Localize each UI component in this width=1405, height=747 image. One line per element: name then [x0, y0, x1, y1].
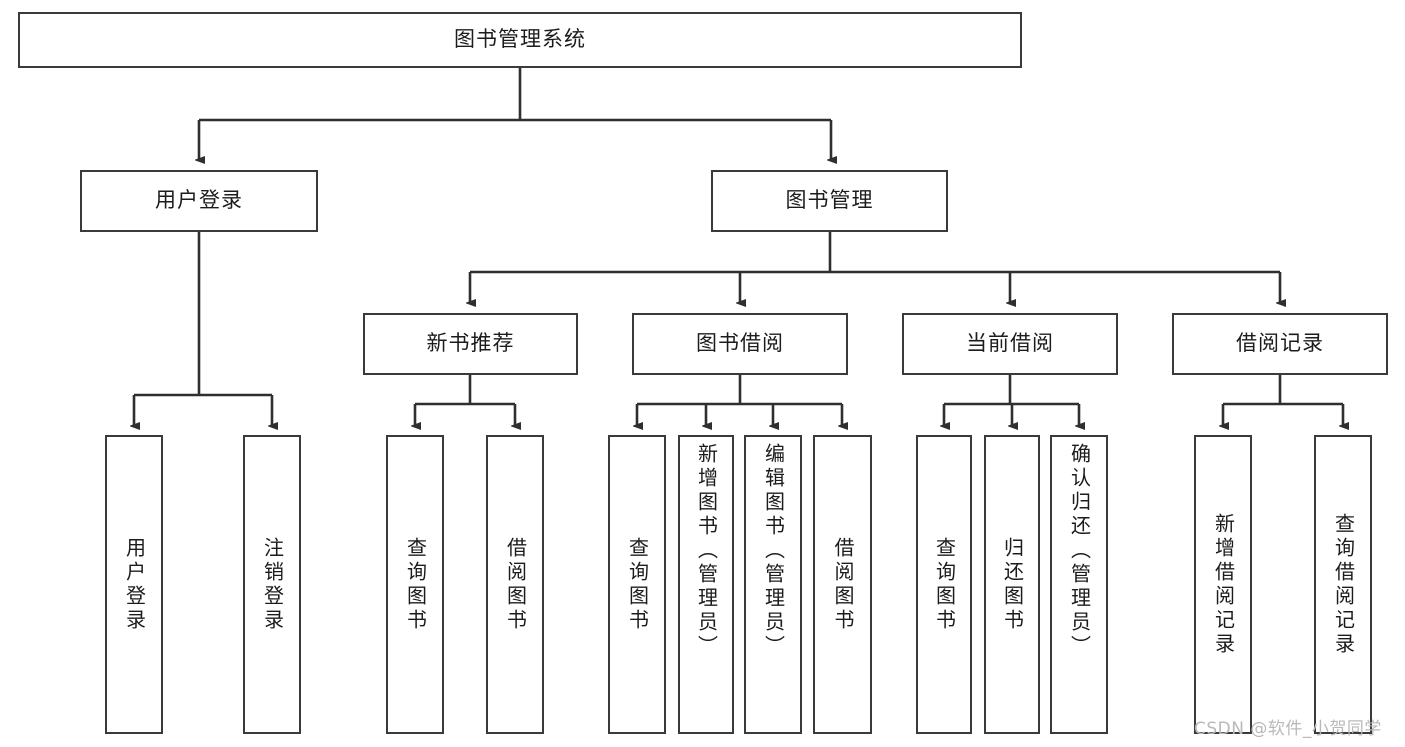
node-current-borrow-label: 当前借阅 — [966, 331, 1054, 356]
leaf-query-record-label: 查询借阅记录 — [1331, 512, 1356, 657]
leaf-query-book-3[interactable]: 查询图书 — [916, 435, 972, 734]
leaf-query-book-1[interactable]: 查询图书 — [386, 435, 444, 734]
node-root-label: 图书管理系统 — [454, 27, 586, 52]
node-user-login[interactable]: 用户登录 — [80, 170, 318, 232]
leaf-logout-label: 注销登录 — [260, 536, 285, 633]
leaf-borrow-book-2[interactable]: 借阅图书 — [813, 435, 872, 734]
csdn-watermark: CSDN @软件_小贺同学 — [1194, 719, 1382, 739]
node-book-manage-label: 图书管理 — [785, 188, 874, 213]
leaf-borrow-book-2-label: 借阅图书 — [831, 536, 855, 633]
leaf-borrow-book-1-label: 借阅图书 — [503, 536, 528, 633]
leaf-return-book[interactable]: 归还图书 — [984, 435, 1040, 734]
node-book-manage[interactable]: 图书管理 — [711, 170, 948, 232]
leaf-edit-book[interactable]: 编辑图书（管理员） — [744, 435, 802, 734]
leaf-logout[interactable]: 注销登录 — [243, 435, 301, 734]
node-borrow-record-label: 借阅记录 — [1236, 331, 1324, 356]
leaf-borrow-book-1[interactable]: 借阅图书 — [486, 435, 544, 734]
leaf-query-record[interactable]: 查询借阅记录 — [1314, 435, 1372, 734]
node-borrow-record[interactable]: 借阅记录 — [1172, 313, 1388, 375]
leaf-add-record[interactable]: 新增借阅记录 — [1194, 435, 1252, 734]
node-book-borrow[interactable]: 图书借阅 — [632, 313, 848, 375]
leaf-query-book-3-label: 查询图书 — [932, 536, 957, 633]
leaf-confirm-return[interactable]: 确认归还（管理员） — [1050, 435, 1108, 734]
leaf-add-book[interactable]: 新增图书（管理员） — [678, 435, 734, 734]
leaf-query-book-2-label: 查询图书 — [625, 536, 650, 633]
leaf-add-book-label: 新增图书（管理员） — [694, 443, 719, 659]
leaf-return-book-label: 归还图书 — [1000, 536, 1025, 633]
leaf-user-login[interactable]: 用户登录 — [105, 435, 163, 734]
leaf-edit-book-label: 编辑图书（管理员） — [761, 443, 786, 659]
leaf-add-record-label: 新增借阅记录 — [1211, 512, 1236, 657]
leaf-query-book-1-label: 查询图书 — [403, 536, 428, 633]
node-book-borrow-label: 图书借阅 — [696, 331, 784, 356]
node-user-login-label: 用户登录 — [155, 188, 243, 213]
node-new-book-rec-label: 新书推荐 — [426, 331, 515, 356]
node-root[interactable]: 图书管理系统 — [18, 12, 1022, 68]
leaf-user-login-label: 用户登录 — [122, 536, 147, 633]
leaf-confirm-return-label: 确认归还（管理员） — [1067, 443, 1092, 659]
leaf-query-book-2[interactable]: 查询图书 — [608, 435, 666, 734]
node-current-borrow[interactable]: 当前借阅 — [902, 313, 1118, 375]
node-new-book-rec[interactable]: 新书推荐 — [363, 313, 578, 375]
